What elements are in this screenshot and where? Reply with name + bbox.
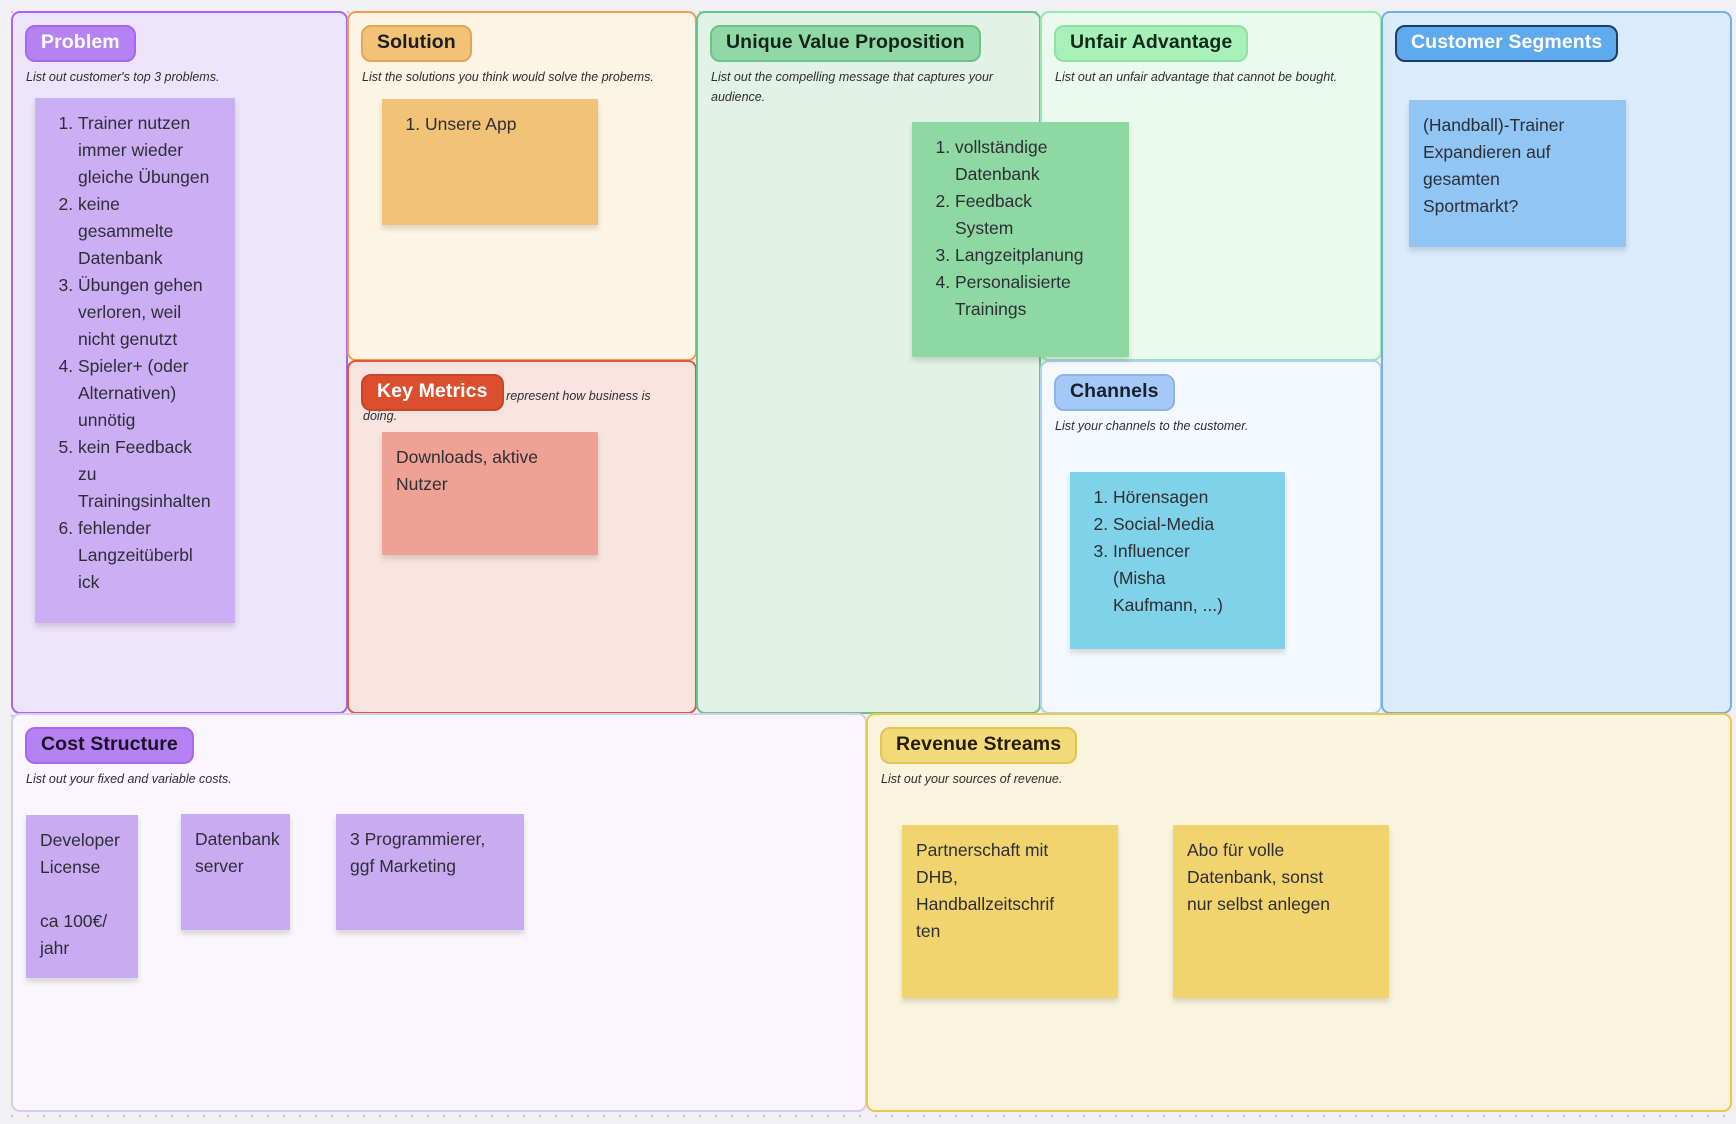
sticky-list-item: kein Feedback zu Trainingsinhalten — [78, 434, 221, 515]
solution-subtitle: List the solutions you think would solve… — [362, 70, 654, 84]
sticky-list-item: Übungen gehen verloren, weil nicht genut… — [78, 272, 221, 353]
problem-subtitle: List out customer's top 3 problems. — [26, 70, 220, 84]
solution-sticky-list: Unsere App — [396, 111, 584, 138]
cost-structure-subtitle: List out your fixed and variable costs. — [26, 772, 232, 786]
sticky-list-item: Unsere App — [425, 111, 584, 138]
customer-segments-sticky-note[interactable]: (Handball)-Trainer Expandieren auf gesam… — [1409, 100, 1626, 247]
sticky-text: Partnerschaft mit DHB, Handballzeitschri… — [916, 840, 1055, 941]
channels-sticky-list: Hörensagen Social-Media Influencer (Mish… — [1084, 484, 1271, 619]
key-metrics-title-badge[interactable]: Key Metrics — [361, 374, 504, 411]
sticky-text: Abo für volle Datenbank, sonst nur selbs… — [1187, 840, 1331, 914]
sticky-list-item: Langzeitplanung — [955, 242, 1115, 269]
sticky-text: Downloads, aktive Nutzer — [396, 447, 539, 494]
unfair-advantage-title-badge[interactable]: Unfair Advantage — [1054, 25, 1249, 62]
cost-structure-sticky-note[interactable]: Datenbank server — [181, 814, 290, 930]
problem-title-badge[interactable]: Problem — [25, 25, 136, 62]
sticky-text: Datenbank server — [195, 829, 280, 876]
sticky-text: Developer License ca 100€/ jahr — [40, 830, 120, 958]
sticky-list-item: Trainer nutzen immer wieder gleiche Übun… — [78, 110, 221, 191]
unfair-advantage-subtitle: List out an unfair advantage that cannot… — [1055, 70, 1338, 84]
sticky-text: 3 Programmierer, ggf Marketing — [350, 829, 486, 876]
sticky-list-item: Social-Media — [1113, 511, 1271, 538]
unique-value-proposition-title-badge[interactable]: Unique Value Proposition — [710, 25, 981, 62]
channels-sticky-note[interactable]: Hörensagen Social-Media Influencer (Mish… — [1070, 472, 1285, 649]
customer-segments-title-badge[interactable]: Customer Segments — [1395, 25, 1619, 62]
sticky-list-item: Influencer (Misha Kaufmann, ...) — [1113, 538, 1271, 619]
problem-sticky-note[interactable]: Trainer nutzen immer wieder gleiche Übun… — [35, 98, 235, 623]
revenue-streams-sticky-note[interactable]: Abo für volle Datenbank, sonst nur selbs… — [1173, 825, 1389, 998]
unique-value-proposition-subtitle: List out the compelling message that cap… — [711, 70, 994, 104]
revenue-streams-title-badge[interactable]: Revenue Streams — [880, 727, 1078, 764]
sticky-list-item: Spieler+ (oder Alternativen) unnötig — [78, 353, 221, 434]
revenue-streams-sticky-note[interactable]: Partnerschaft mit DHB, Handballzeitschri… — [902, 825, 1118, 998]
solution-sticky-note[interactable]: Unsere App — [382, 99, 598, 225]
key-metrics-sticky-note[interactable]: Downloads, aktive Nutzer — [382, 432, 598, 555]
sticky-list-item: Feedback System — [955, 188, 1115, 242]
solution-title-badge[interactable]: Solution — [361, 25, 472, 62]
revenue-streams-subtitle: List out your sources of revenue. — [881, 772, 1063, 786]
cost-structure-title-badge[interactable]: Cost Structure — [25, 727, 194, 764]
sticky-list-item: fehlender Langzeitüberbl ick — [78, 515, 221, 596]
sticky-list-item: Personalisierte Trainings — [955, 269, 1115, 323]
sticky-list-item: keine gesammelte Datenbank — [78, 191, 221, 272]
sticky-text: (Handball)-Trainer Expandieren auf gesam… — [1423, 115, 1565, 216]
problem-sticky-list: Trainer nutzen immer wieder gleiche Übun… — [49, 110, 221, 596]
unique-value-proposition-sticky-note[interactable]: vollständige Datenbank Feedback System L… — [912, 122, 1129, 357]
sticky-list-item: vollständige Datenbank — [955, 134, 1115, 188]
unique-value-proposition-section: Unique Value Proposition List out the co… — [696, 11, 1041, 714]
channels-subtitle: List your channels to the customer. — [1055, 419, 1249, 433]
cost-structure-sticky-note[interactable]: Developer License ca 100€/ jahr — [26, 815, 138, 978]
channels-title-badge[interactable]: Channels — [1054, 374, 1175, 411]
uvp-sticky-list: vollständige Datenbank Feedback System L… — [926, 134, 1115, 323]
sticky-list-item: Hörensagen — [1113, 484, 1271, 511]
cost-structure-sticky-note[interactable]: 3 Programmierer, ggf Marketing — [336, 814, 524, 930]
